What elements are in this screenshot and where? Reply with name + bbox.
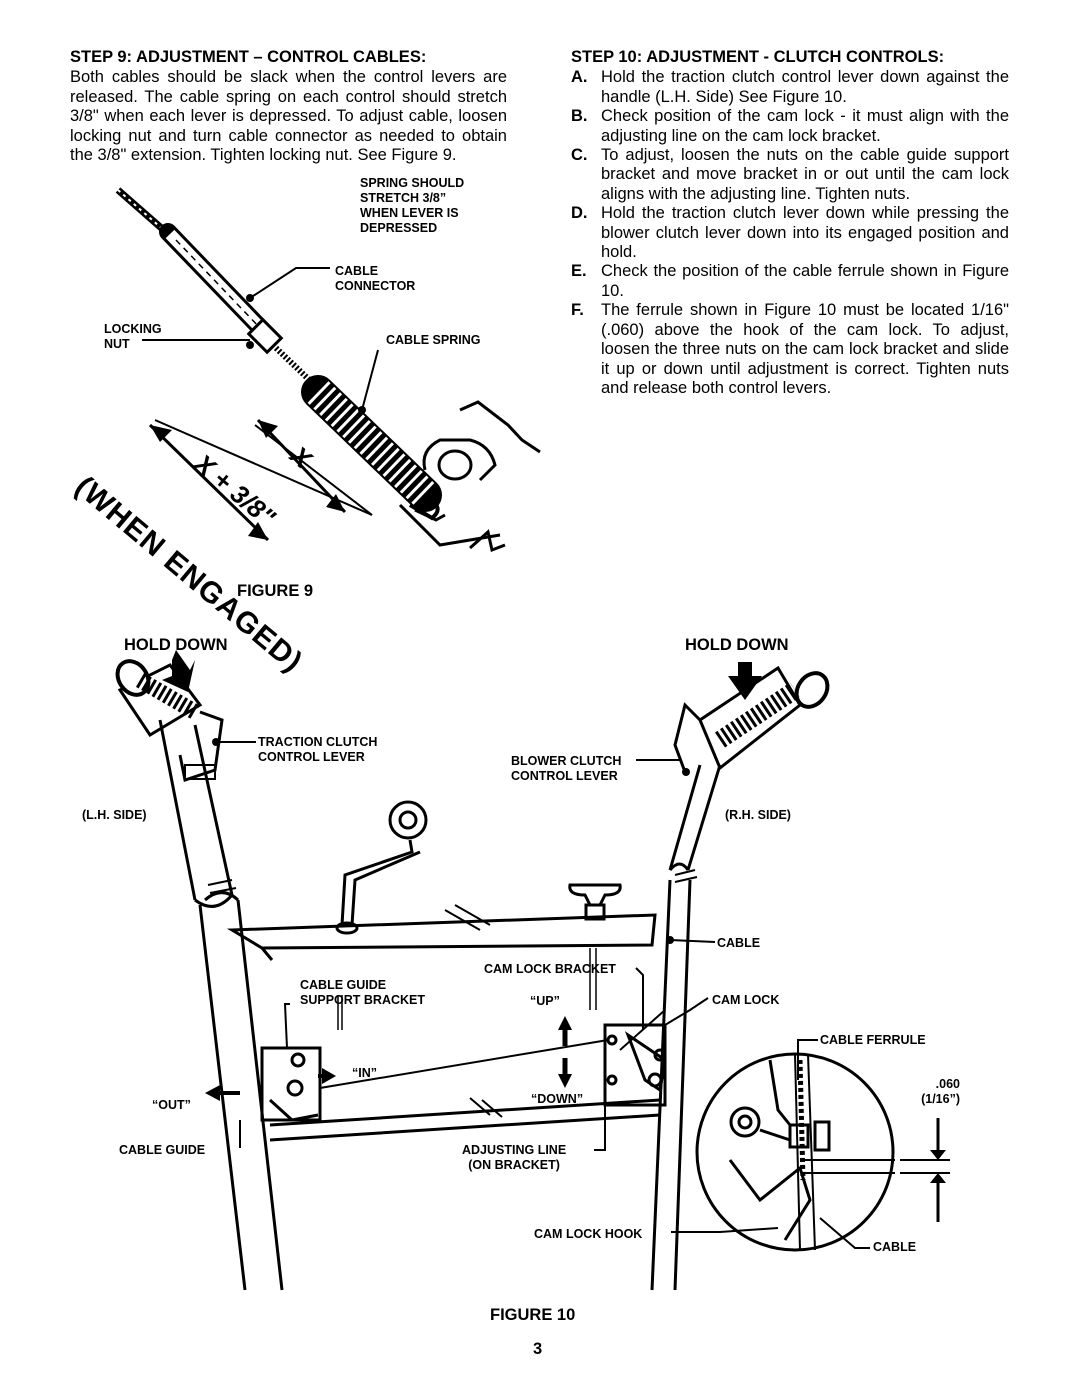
traction-grip xyxy=(115,659,203,738)
step10-item-text: Check position of the cam lock - it must… xyxy=(601,107,1009,145)
step10-item-letter: E. xyxy=(571,262,587,281)
step10-item-text: Hold the traction clutch lever down whil… xyxy=(601,204,1009,262)
step10-item-text: Check the position of the cable ferrule … xyxy=(601,262,1009,300)
cable-spring xyxy=(301,375,442,512)
fig10-label-rh-side: (R.H. SIDE) xyxy=(725,808,791,822)
step9-body: Both cables should be slack when the con… xyxy=(70,68,507,165)
blower-clutch-lever xyxy=(673,702,702,773)
step10-item-letter: C. xyxy=(571,146,588,165)
fig10-label-lh-side: (L.H. SIDE) xyxy=(82,808,147,822)
lever-pivot xyxy=(422,438,497,482)
dimension-x xyxy=(256,418,347,514)
step10-section: STEP 10: ADJUSTMENT - CLUTCH CONTROLS: A… xyxy=(571,48,1009,398)
down-arrow xyxy=(558,1074,572,1088)
step10-item-text: Hold the traction clutch control lever d… xyxy=(601,68,1009,106)
hold-down-left-label: HOLD DOWN xyxy=(124,636,228,654)
cam-lock-hook-shape xyxy=(728,1159,812,1241)
step10-item: B. Check position of the cam lock - it mu… xyxy=(571,107,1009,146)
fig10-label-up: “UP” xyxy=(530,994,560,1008)
step10-list: A. Hold the traction clutch control lever… xyxy=(571,68,1009,398)
fig9-label-connector: CABLE CONNECTOR xyxy=(335,264,416,293)
fig10-label-cable-ferrule: CABLE FERRULE xyxy=(820,1033,926,1047)
fig9-label-locking-nut: LOCKING NUT xyxy=(104,322,162,351)
in-arrow xyxy=(322,1068,336,1084)
cam-lock-bracket xyxy=(603,1023,667,1107)
step10-item-letter: A. xyxy=(571,68,588,87)
step10-item-letter: D. xyxy=(571,204,588,223)
right-handle xyxy=(650,764,722,1291)
cable-guide-support-bracket xyxy=(260,1046,322,1122)
dimension-x-plus xyxy=(148,423,270,542)
step10-item: F. The ferrule shown in Figure 10 must be… xyxy=(571,301,1009,398)
fig10-label-adjusting-line: ADJUSTING LINE (ON BRACKET) xyxy=(462,1143,567,1172)
traction-cable xyxy=(319,1039,609,1089)
step10-item: C. To adjust, loosen the nuts on the cabl… xyxy=(571,146,1009,204)
step10-item-letter: B. xyxy=(571,107,588,126)
page-number: 3 xyxy=(533,1340,543,1358)
chute-crank xyxy=(335,800,428,935)
fig10-label-cam-lock: CAM LOCK xyxy=(712,993,780,1007)
t-knob xyxy=(568,883,622,921)
hold-down-arrow-left xyxy=(162,650,195,692)
step9-title: STEP 9: ADJUSTMENT – CONTROL CABLES: xyxy=(70,48,427,66)
left-handle xyxy=(158,719,284,1291)
fig10-label-blower: BLOWER CLUTCH CONTROL LEVER xyxy=(511,754,622,783)
step10-item-letter: F. xyxy=(571,301,584,320)
fig10-label-out: “OUT” xyxy=(152,1098,191,1112)
fig10-label-in: “IN” xyxy=(352,1066,377,1080)
fig10-label-cam-lock-hook: CAM LOCK HOOK xyxy=(534,1227,643,1241)
up-arrow xyxy=(558,1016,572,1030)
magnified-detail xyxy=(695,1052,895,1252)
locking-nut xyxy=(246,317,284,355)
out-arrow xyxy=(205,1085,220,1101)
fig10-label-cable: CABLE xyxy=(717,936,761,950)
step10-title: STEP 10: ADJUSTMENT - CLUTCH CONTROLS: xyxy=(571,48,945,66)
fig10-label-traction: TRACTION CLUTCH CONTROL LEVER xyxy=(258,735,378,764)
fig10-label-cable-guide-support: CABLE GUIDE SUPPORT BRACKET xyxy=(300,978,426,1007)
blower-grip xyxy=(698,665,830,771)
hold-down-right-label: HOLD DOWN xyxy=(685,636,789,654)
fig10-label-cam-lock-bracket: CAM LOCK BRACKET xyxy=(484,962,616,976)
step10-item-text: To adjust, loosen the nuts on the cable … xyxy=(601,146,1009,203)
hold-down-arrow-right xyxy=(728,662,762,700)
step10-item: A. Hold the traction clutch control lever… xyxy=(571,68,1009,107)
fig10-label-dim: .060 (1/16”) xyxy=(921,1077,960,1106)
step10-item: D. Hold the traction clutch lever down wh… xyxy=(571,204,1009,262)
upper-panel xyxy=(226,913,657,950)
fig10-label-cable-bottom: CABLE xyxy=(873,1240,917,1254)
figure9-caption: FIGURE 9 xyxy=(237,582,314,600)
fig9-label-cable-spring: CABLE SPRING xyxy=(386,333,481,347)
fig9-label-spring: SPRING SHOULD STRETCH 3/8” WHEN LEVER IS… xyxy=(360,176,465,235)
figure10-caption: FIGURE 10 xyxy=(490,1306,576,1324)
step10-item: E. Check the position of the cable ferrul… xyxy=(571,262,1009,301)
step9-section: STEP 9: ADJUSTMENT – CONTROL CABLES: Bot… xyxy=(70,48,507,165)
lower-crossbar xyxy=(269,1098,661,1142)
step10-item-text: The ferrule shown in Figure 10 must be l… xyxy=(601,301,1009,397)
fig10-label-cable-guide: CABLE GUIDE xyxy=(119,1143,206,1157)
fig10-label-down: “DOWN” xyxy=(531,1092,584,1106)
